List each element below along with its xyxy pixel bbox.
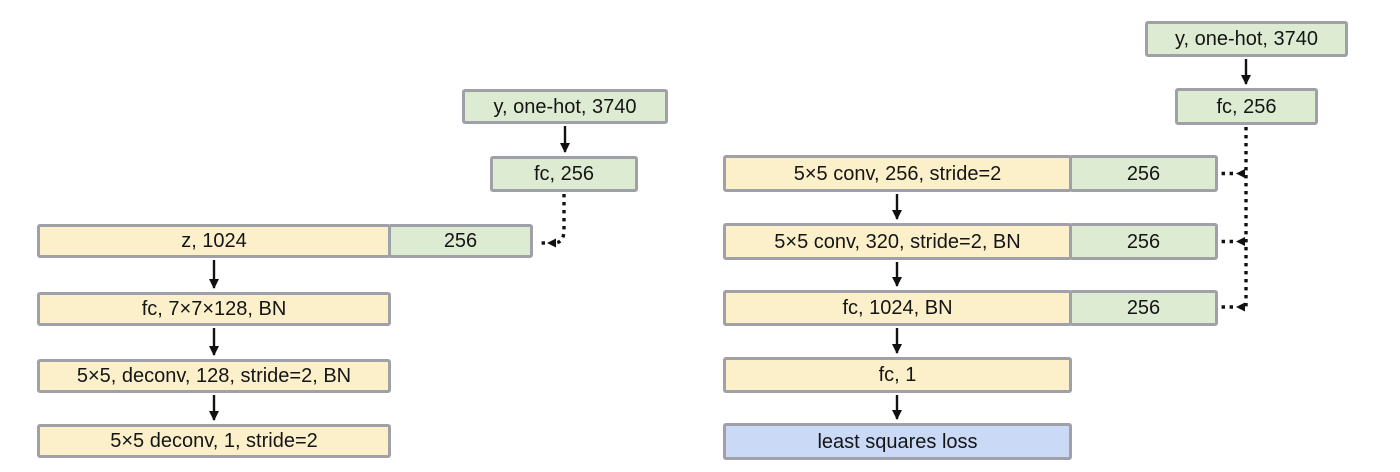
disc-fc1-box: fc, 1024, BN xyxy=(723,290,1072,326)
concat-arrowhead xyxy=(547,238,556,248)
disc-conv2-box: 5×5 conv, 320, stride=2, BN xyxy=(723,223,1072,260)
disc-conv1-box: 5×5 conv, 256, stride=2 xyxy=(723,155,1072,192)
concat-dotted-wire xyxy=(553,194,566,245)
disc-conv2-concat-box: 256 xyxy=(1069,223,1218,260)
gen-z-concat-box: 256 xyxy=(388,224,533,258)
concat-arrowhead xyxy=(1236,237,1245,246)
disc-conv1-concat-box: 256 xyxy=(1069,155,1218,192)
disc-fc2-box: fc, 1 xyxy=(723,357,1072,393)
disc-fc-embed-box: fc, 256 xyxy=(1175,88,1318,125)
gen-deconv2-box: 5×5 deconv, 1, stride=2 xyxy=(37,424,391,458)
gen-fc1-box: fc, 7×7×128, BN xyxy=(37,292,391,326)
concat-arrowhead xyxy=(1236,302,1245,312)
discriminator-concat-connectors xyxy=(1220,127,1248,312)
gen-deconv1-box: 5×5, deconv, 128, stride=2, BN xyxy=(37,359,391,393)
gen-z-input-box: z, 1024 xyxy=(37,224,391,258)
concat-arrowhead xyxy=(1236,169,1245,178)
gen-fc-embed-box: fc, 256 xyxy=(490,156,638,192)
disc-loss-box: least squares loss xyxy=(723,423,1072,460)
generator-concat-connector xyxy=(537,194,566,248)
disc-y-onehot-box: y, one-hot, 3740 xyxy=(1145,21,1348,57)
disc-fc1-concat-box: 256 xyxy=(1069,290,1218,326)
gen-y-onehot-box: y, one-hot, 3740 xyxy=(462,89,668,124)
